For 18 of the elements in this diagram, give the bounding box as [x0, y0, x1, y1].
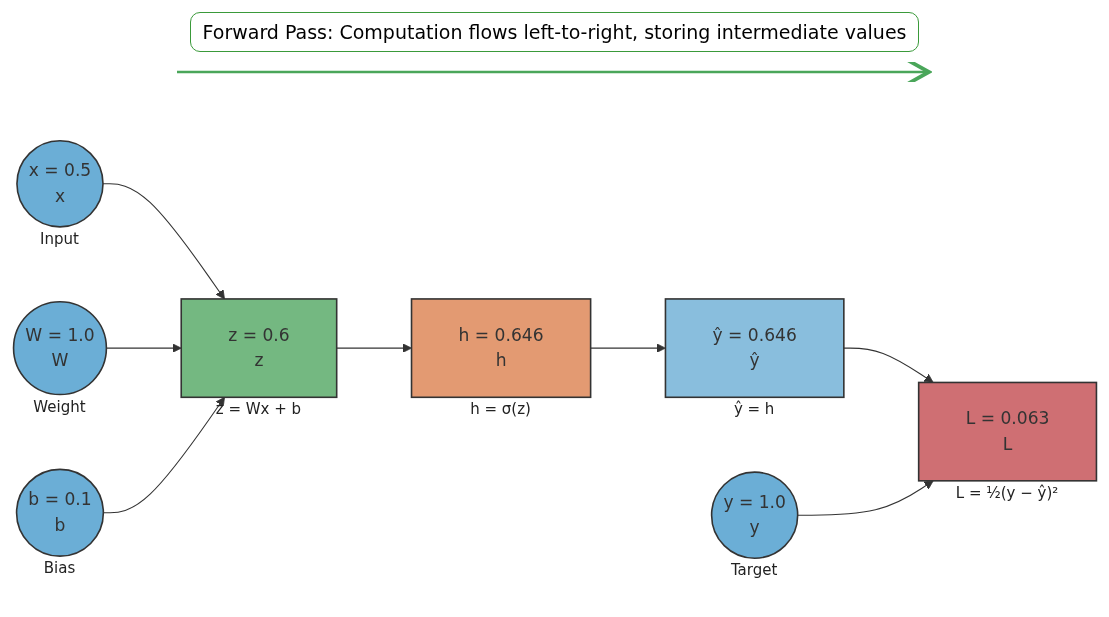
arrow — [102, 396, 225, 514]
node-caption: L = ½(y − ŷ)² — [955, 483, 1059, 502]
node-box: ŷ = 0.646 ŷ — [664, 298, 845, 399]
title: Forward Pass: Computation flows left-to-right, storing intermediate values — [189, 12, 920, 52]
node-caption: Input — [40, 229, 79, 248]
node-box: L = 0.063 L — [917, 381, 1097, 482]
node-caption: ŷ = h — [733, 400, 775, 419]
node-caption: Weight — [33, 397, 86, 416]
node-caption: z = Wx + b — [215, 400, 302, 419]
node-circle: x = 0.5 x — [15, 140, 104, 228]
node-caption: Bias — [43, 559, 76, 578]
node-circle: W = 1.0 W — [12, 300, 107, 396]
node-circle: b = 0.1 b — [15, 468, 104, 557]
node-circle: y = 1.0 y — [710, 471, 798, 559]
node-caption: Target — [730, 561, 778, 580]
node-box: h = 0.646 h — [410, 298, 591, 399]
node-caption: h = σ(z) — [470, 400, 531, 419]
node-box: z = 0.6 z — [179, 298, 337, 399]
